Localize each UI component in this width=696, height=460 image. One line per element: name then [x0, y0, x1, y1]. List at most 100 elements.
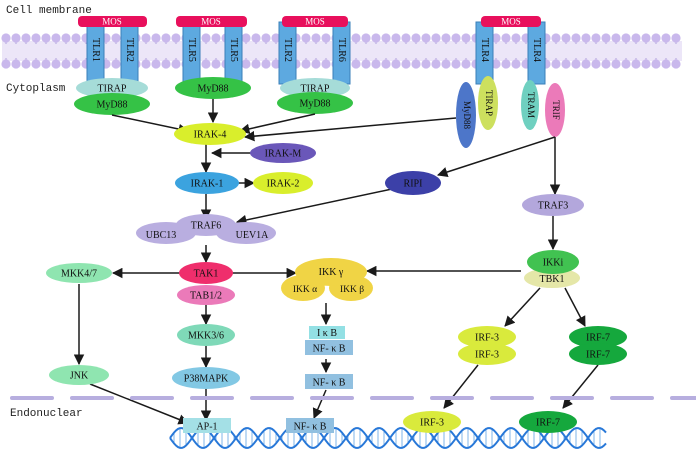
irf7-nuclear-label: IRF-7 [536, 418, 560, 429]
nuclear-membrane [10, 396, 696, 400]
lipid-head [511, 59, 521, 69]
tab12-node [177, 285, 235, 305]
mos-label: MOS [501, 17, 521, 27]
lipid-head [451, 59, 461, 69]
lipid-head [161, 33, 171, 43]
lipid-head [461, 59, 471, 69]
lipid-head [461, 33, 471, 43]
lipid-head [211, 59, 221, 69]
jnk-node [49, 365, 109, 385]
irak1-label: IRAK-1 [191, 179, 224, 190]
lipid-head [351, 33, 361, 43]
tlr2-tlr6-complex: MOS TLR2 TLR6 [278, 16, 351, 85]
lipid-head [391, 59, 401, 69]
irak4-node [174, 123, 246, 145]
lipid-head [501, 33, 511, 43]
ikk-gamma-node [295, 258, 367, 286]
lipid-head [641, 33, 651, 43]
irf3-dimer-node [458, 343, 516, 365]
tlr4-complex: MOS TLR4 TLR4 [475, 16, 546, 85]
mos-cap [282, 16, 348, 27]
lipid-head [301, 59, 311, 69]
mkk36-node [177, 324, 235, 346]
lipid-head [351, 59, 361, 69]
lipid-head [151, 59, 161, 69]
lipid-head [71, 33, 81, 43]
ikk-beta-label: IKK β [340, 285, 364, 295]
tlr6-label: TLR6 [336, 38, 347, 62]
lipid-head [51, 59, 61, 69]
lipid-head [601, 33, 611, 43]
tlr1-tlr2-complex: MOS TLR1 TLR2 [78, 16, 147, 85]
irak2-node [253, 172, 313, 194]
ubc13-label: UBC13 [146, 230, 177, 241]
lipid-head [251, 33, 261, 43]
lipid-head [561, 33, 571, 43]
lipid-head [371, 59, 381, 69]
lipid-head [211, 33, 221, 43]
lipid-head [241, 59, 251, 69]
lipid-head [651, 33, 661, 43]
tirap-label: TIRAP [301, 84, 330, 95]
mkk47-label: MKK4/7 [61, 269, 97, 280]
lipid-head [591, 33, 601, 43]
tlr1-label: TLR1 [90, 38, 101, 62]
lipid-head [511, 33, 521, 43]
irak1-node [175, 172, 239, 194]
tirap-myd88-group-3: TIRAP MyD88 [277, 78, 353, 114]
mos-label: MOS [201, 17, 221, 27]
nuclear-membrane-segment [10, 396, 54, 400]
pathway-arrows [73, 99, 599, 425]
lipid-head [421, 59, 431, 69]
irakm-node [250, 143, 316, 163]
lipid-head [421, 33, 431, 43]
lipid-head [411, 33, 421, 43]
lipid-head [41, 59, 51, 69]
lipid-head [601, 59, 611, 69]
nuclear-membrane-segment [610, 396, 654, 400]
nfkb-free-label: NF- κ B [313, 378, 346, 389]
nuclear-membrane-segment [250, 396, 294, 400]
nfkb-free-box [305, 374, 353, 389]
lipid-head [141, 59, 151, 69]
lipid-head [271, 59, 281, 69]
cell-membrane-label: Cell membrane [6, 5, 92, 17]
traf3-node [522, 194, 584, 216]
lipid-head [501, 59, 511, 69]
tirap-label: TIRAP [98, 84, 127, 95]
lipid-head [141, 33, 151, 43]
irf3-dimer-label: IRF-3 [475, 350, 499, 361]
nuclear-membrane-segment [550, 396, 594, 400]
tlr5-label: TLR5 [186, 38, 197, 62]
lipid-head [561, 59, 571, 69]
ikki-node [527, 250, 579, 274]
lipid-head [611, 33, 621, 43]
lipid-head [651, 59, 661, 69]
ap1-box [183, 418, 231, 433]
irf7-nuclear-node [519, 411, 577, 433]
lipid-head [431, 59, 441, 69]
irf7-node [569, 326, 627, 348]
nfkb-box [305, 340, 353, 355]
myd88-node [277, 92, 353, 114]
lipid-head [71, 59, 81, 69]
myd88-label: MyD88 [197, 84, 228, 95]
tbk1-label: TBK1 [540, 274, 565, 285]
mos-label: MOS [305, 17, 325, 27]
ikb-label: I κ B [317, 328, 337, 339]
lipid-head [381, 59, 391, 69]
lipid-head [491, 33, 501, 43]
lipid-head [361, 33, 371, 43]
lipid-head [581, 59, 591, 69]
nuclear-membrane-segment [70, 396, 114, 400]
mos-cap [481, 16, 541, 27]
traf3-label: TRAF3 [538, 201, 569, 212]
myd88-label: MyD88 [299, 99, 330, 110]
lipid-head [51, 33, 61, 43]
lipid-head [11, 59, 21, 69]
lipid-head [21, 33, 31, 43]
irf3-nuclear-node [403, 411, 461, 433]
trif-vertical-node [545, 83, 565, 137]
dna-strand [169, 427, 607, 449]
